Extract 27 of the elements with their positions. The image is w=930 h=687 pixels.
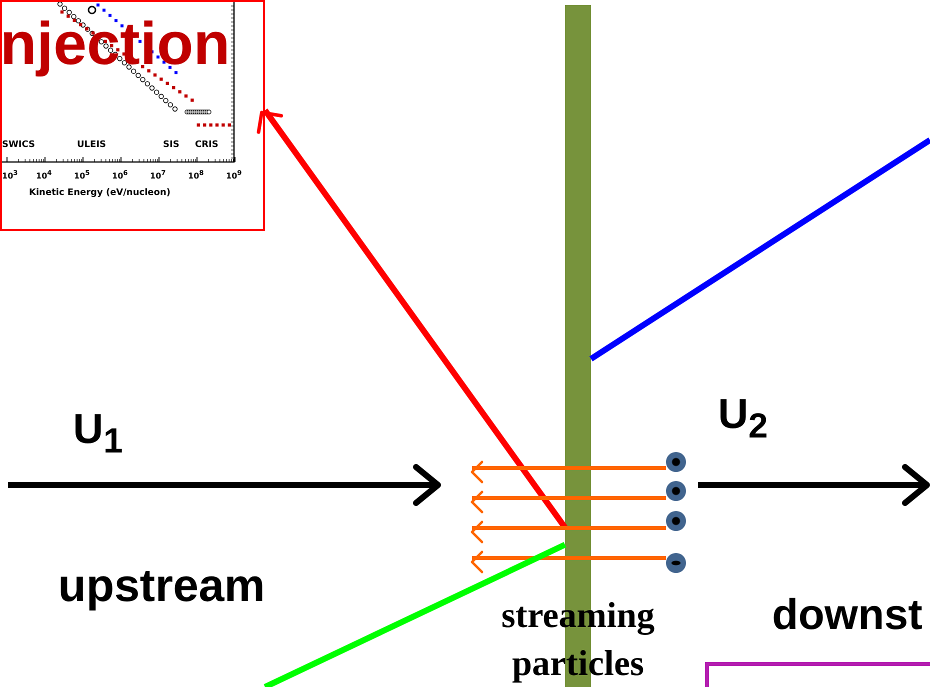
particle-icon: [666, 481, 686, 501]
tick-label: 10$^{9}$: [226, 170, 242, 181]
instrument-label: SIS: [163, 141, 180, 150]
instrument-label: CRIS: [195, 141, 218, 150]
outline-box: [705, 662, 930, 687]
region-label: upstream: [58, 562, 266, 608]
region-label: downst: [772, 594, 922, 637]
arrow: [470, 490, 666, 514]
line: [264, 542, 566, 687]
arrow: [470, 460, 666, 484]
line: [589, 137, 930, 362]
instrument-label: ULEIS: [77, 141, 106, 150]
particle-icon: [666, 553, 686, 573]
tick-label: 10$^{6}$: [112, 170, 128, 181]
particle-icon: [666, 511, 686, 531]
tick-label: 10$^{7}$: [150, 170, 166, 181]
particle-icon: [666, 452, 686, 472]
arrow: [470, 550, 666, 574]
tick-label: 10$^{5}$: [74, 170, 90, 181]
tick-label: 10$^{8}$: [188, 170, 204, 181]
axis-title: Kinetic Energy (eV/nucleon): [29, 189, 170, 198]
tick-label: 10$^{4}$: [36, 170, 52, 181]
instrument-label: SWICS: [2, 141, 36, 150]
velocity-label: U$_{1}$: [73, 408, 123, 458]
velocity-label: U$_{2}$: [718, 393, 768, 444]
arrow: [470, 520, 666, 544]
tick-label: 10$^{3}$: [2, 170, 18, 181]
